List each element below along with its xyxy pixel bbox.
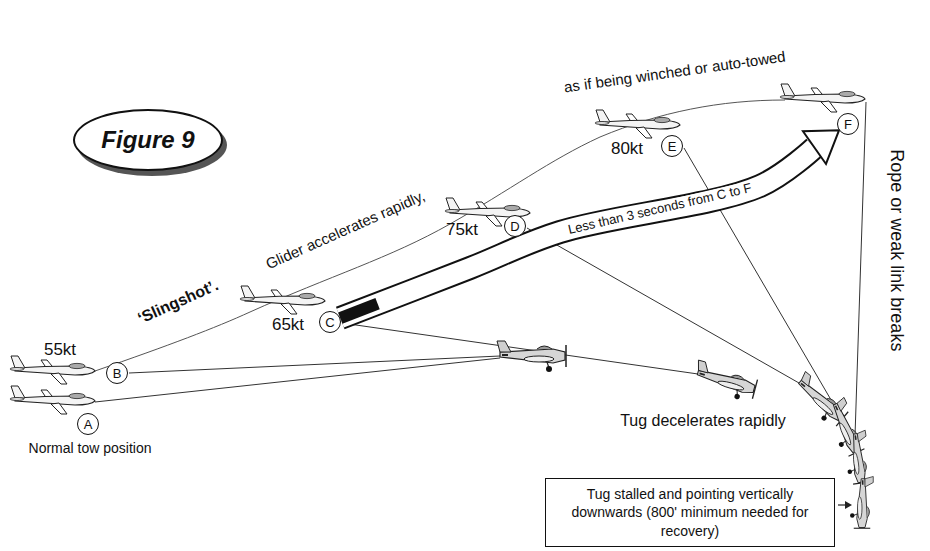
- callout-circle: A: [77, 413, 99, 435]
- callout-letter: C: [325, 316, 334, 329]
- callout-circle: D: [504, 215, 526, 237]
- glider: [240, 286, 325, 314]
- speed-label: 65kt: [272, 315, 304, 335]
- tug-aircraft: [842, 430, 872, 484]
- callout-letter: A: [84, 418, 93, 431]
- description-label: Glider accelerates rapidly,: [263, 187, 427, 273]
- note-text: Tug stalled and pointing vertically down…: [556, 485, 824, 540]
- tug-aircraft: [497, 341, 566, 372]
- leader-arrowhead: [845, 501, 852, 509]
- glider: [595, 110, 680, 138]
- event-label: Rope or weak link breaks: [887, 149, 908, 351]
- speed-label: 80kt: [611, 139, 643, 159]
- arrow-band-fill: [340, 148, 814, 318]
- callout-circle: E: [661, 135, 683, 157]
- event-label: Tug decelerates rapidly: [620, 412, 786, 430]
- speed-label: 55kt: [44, 340, 76, 360]
- arrow-band-tail: [340, 268, 470, 318]
- callout-letter: F: [844, 118, 852, 131]
- callout-letter: B: [113, 367, 122, 380]
- callout-circle: C: [319, 311, 341, 333]
- glider: [10, 386, 95, 414]
- callout-circle: F: [837, 113, 859, 135]
- slingshot-arrow: [340, 130, 839, 318]
- callout-letter: E: [668, 140, 677, 153]
- glider: [10, 356, 95, 384]
- callout-circle: B: [106, 362, 128, 384]
- figure-ellipse: Figure 9: [73, 109, 223, 171]
- tug-aircraft: [691, 360, 758, 403]
- slingshot-label: ‘Slingshot’.: [135, 276, 221, 328]
- speed-label: 75kt: [446, 220, 478, 240]
- tug-aircraft: [850, 477, 873, 529]
- figure-title: Figure 9: [101, 126, 194, 154]
- callout-letter: D: [510, 220, 519, 233]
- arrowhead: [803, 130, 839, 164]
- position-label: Normal tow position: [29, 440, 152, 456]
- arrow-label: Less than 3 seconds from C to F: [565, 180, 755, 238]
- note-box: Tug stalled and pointing vertically down…: [545, 478, 835, 547]
- description-label: as if being winched or auto-towed: [563, 48, 787, 96]
- arrow-band-outline: [340, 148, 814, 318]
- glider: [780, 84, 865, 112]
